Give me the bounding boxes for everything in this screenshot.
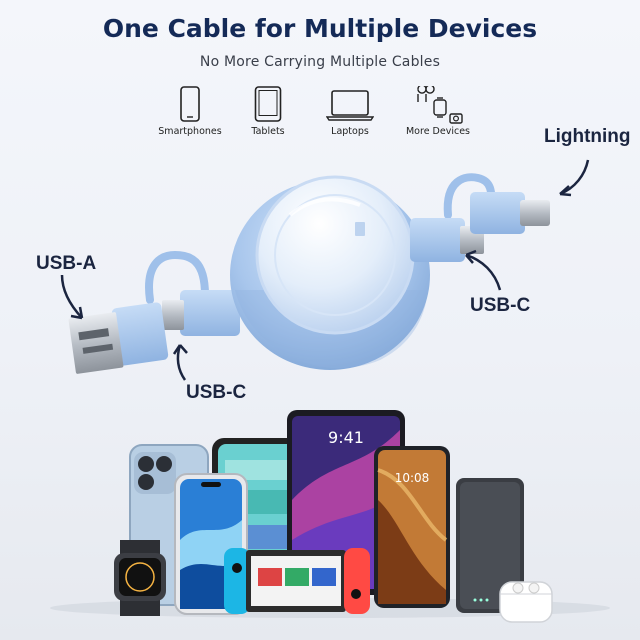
smartphone-icon bbox=[180, 86, 200, 122]
usb-a-connector bbox=[111, 302, 169, 366]
game-console bbox=[224, 548, 370, 614]
earbuds-case bbox=[499, 581, 553, 623]
device-label: More Devices bbox=[405, 126, 470, 137]
page-title: One Cable for Multiple Devices bbox=[102, 14, 538, 43]
more-devices-icon bbox=[417, 86, 463, 124]
callout-lightning: Lightning bbox=[544, 126, 631, 147]
device-label: Smartphones bbox=[158, 126, 222, 137]
arrow-usb-a bbox=[60, 274, 83, 319]
tablet-icon bbox=[254, 86, 282, 122]
phone-time: 10:08 bbox=[395, 471, 430, 485]
smartwatch bbox=[114, 540, 166, 616]
lightning-connector bbox=[470, 192, 525, 234]
device-lineup: 9:41 10:08 bbox=[50, 410, 610, 623]
arrow-usb-c-right bbox=[465, 253, 502, 291]
device-tablets: Tablets bbox=[213, 86, 323, 137]
device-smartphones: Smartphones bbox=[135, 86, 245, 137]
page-subtitle: No More Carrying Multiple Cables bbox=[199, 54, 441, 70]
usb-c-connector-right bbox=[410, 218, 465, 262]
left-cable bbox=[68, 250, 240, 374]
device-label: Tablets bbox=[251, 126, 285, 137]
usb-c-connector-left bbox=[180, 290, 240, 336]
right-cable bbox=[410, 173, 550, 262]
device-label: Laptops bbox=[331, 126, 369, 137]
cable-reel-hub bbox=[230, 175, 430, 370]
callout-usb-a: USB-A bbox=[36, 253, 97, 274]
device-laptops: Laptops bbox=[295, 86, 405, 137]
phone-android: 10:08 bbox=[374, 446, 450, 608]
device-more: More Devices bbox=[383, 86, 493, 137]
power-bank bbox=[456, 478, 524, 613]
callout-usb-c-left: USB-C bbox=[186, 382, 247, 403]
laptop-icon bbox=[326, 90, 374, 121]
callout-usb-c-right: USB-C bbox=[470, 295, 531, 316]
tablet-time: 9:41 bbox=[328, 428, 364, 447]
